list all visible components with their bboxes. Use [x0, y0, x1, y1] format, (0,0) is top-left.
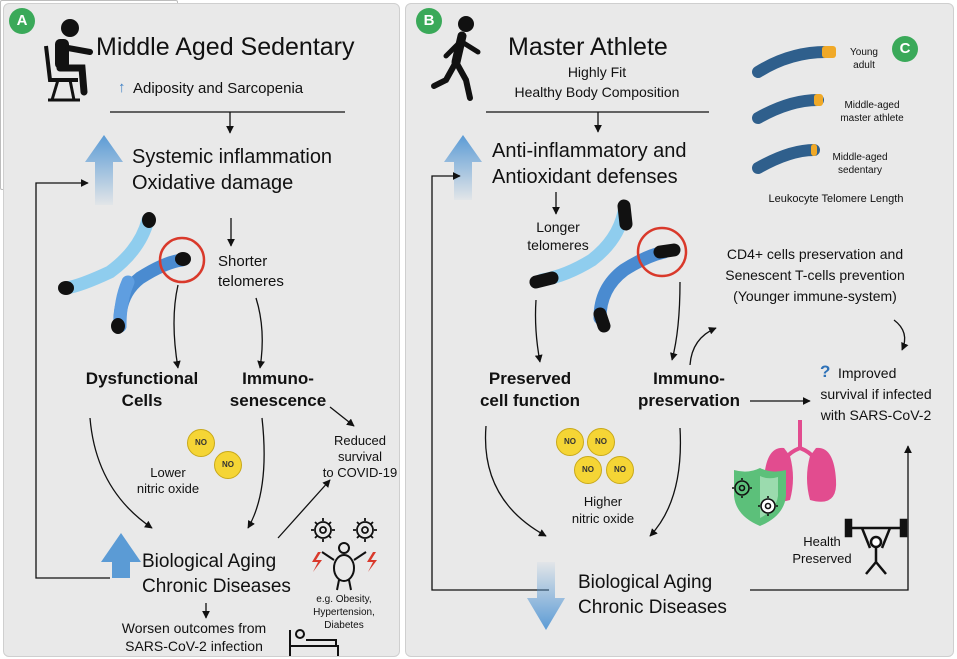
panel-c-badge: C	[892, 36, 918, 62]
comorbidities-line-2: Hypertension,	[313, 607, 375, 618]
short-telomere-chromosome-icon	[58, 212, 206, 334]
immunopreservation-line-2: preservation	[637, 391, 741, 410]
lower-no-line-2: nitric oxide	[136, 481, 200, 496]
panel-c-caption: Leukocyte Telomere Length	[768, 193, 904, 205]
health-preserved-line-2: Preserved	[792, 551, 852, 566]
reduced-survival-line-1: Reduced	[333, 433, 387, 448]
nitric-oxide-molecule: NO	[574, 456, 602, 484]
sedentary-line-2: sedentary	[838, 165, 882, 176]
higher-no-line-2: nitric oxide	[571, 511, 635, 526]
shorter-telomeres-line-1: Shorter	[218, 253, 268, 270]
improved-survival-line-3: with SARS-CoV-2	[820, 407, 932, 423]
up-arrow-icon: ↑	[118, 79, 126, 96]
panel-b-subtitle-2: Healthy Body Composition	[514, 84, 680, 100]
preserved-cell-line-2: cell function	[479, 391, 581, 410]
lightning-right-icon	[367, 552, 377, 572]
lower-no-line-1: Lower	[150, 465, 186, 480]
sedentary-telomere-icon	[752, 144, 820, 174]
immunopreservation-line-1: Immuno-	[653, 369, 725, 388]
virus-icon	[732, 478, 778, 516]
panel-b-badge: B	[416, 8, 442, 34]
aging-b-line-2: Chronic Diseases	[578, 597, 727, 618]
nitric-oxide-molecule: NO	[556, 428, 584, 456]
panel-b-subtitle-1: Highly Fit	[567, 64, 627, 80]
shorter-telomeres-line-2: telomeres	[218, 273, 284, 290]
cd4-line-3: (Younger immune-system)	[733, 288, 897, 304]
defense-line-2: Antioxidant defenses	[492, 166, 678, 188]
aging-line-2: Chronic Diseases	[142, 576, 291, 597]
nitric-oxide-molecule: NO	[587, 428, 615, 456]
longer-telomeres-line-1: Longer	[536, 219, 580, 235]
master-athlete-line-2: master athlete	[840, 113, 904, 124]
panel-a-title: Middle Aged Sedentary	[96, 33, 355, 61]
sedentary-line-1: Middle-aged	[832, 152, 888, 163]
comorbidities-line-3: Diabetes	[324, 620, 364, 631]
young-adult-line-2: adult	[853, 60, 875, 71]
longer-telomeres-line-2: telomeres	[527, 237, 589, 253]
inflammation-line-1: Systemic inflammation	[132, 146, 333, 168]
reduced-survival-line-3: to COVID-19	[322, 465, 398, 480]
virus-icon	[311, 518, 377, 542]
young-adult-line-1: Young	[850, 47, 878, 58]
defense-line-1: Anti-inflammatory and	[492, 140, 687, 162]
improved-survival-line-1: Improved	[838, 365, 897, 381]
young-adult-telomere-icon	[752, 46, 836, 78]
worsen-outcomes-line-2: SARS-CoV-2 infection	[125, 638, 263, 654]
inflammation-line-2: Oxidative damage	[132, 172, 294, 194]
nitric-oxide-molecule: NO	[606, 456, 634, 484]
dysfunctional-cells-line-2: Cells	[121, 391, 163, 410]
weightlifter-icon	[844, 518, 908, 575]
preserved-cell-line-1: Preserved	[488, 369, 572, 388]
worsen-outcomes-line-1: Worsen outcomes from	[121, 620, 267, 636]
dysfunctional-cells-line-1: Dysfunctional	[85, 369, 199, 388]
sedentary-person-icon	[44, 19, 93, 102]
lightning-left-icon	[312, 552, 322, 572]
hospital-bed-icon	[289, 629, 339, 656]
nitric-oxide-molecule: NO	[214, 451, 242, 479]
question-mark-icon: ?	[820, 362, 831, 381]
master-athlete-line-1: Middle-aged	[844, 100, 900, 111]
obese-person-icon	[321, 542, 367, 591]
panel-b-title: Master Athlete	[508, 33, 668, 61]
health-preserved-line-1: Health	[803, 534, 841, 549]
long-telomere-chromosome-icon	[529, 199, 688, 333]
immunosenescence-line-2: senescence	[229, 391, 327, 410]
panel-a-subtitle: Adiposity and Sarcopenia	[133, 80, 304, 97]
immunosenescence-line-1: Immuno-	[242, 369, 314, 388]
reduced-survival-line-2: survival	[337, 449, 383, 464]
higher-no-line-1: Higher	[583, 494, 623, 509]
master-athlete-telomere-icon	[752, 94, 824, 124]
panel-a-badge: A	[9, 8, 35, 34]
aging-b-line-1: Biological Aging	[578, 572, 713, 593]
running-person-icon	[431, 16, 481, 101]
cd4-line-2: Senescent T-cells prevention	[725, 267, 905, 283]
cd4-line-1: CD4+ cells preservation and	[726, 246, 904, 262]
comorbidities-line-1: e.g. Obesity,	[316, 594, 372, 605]
nitric-oxide-molecule: NO	[187, 429, 215, 457]
improved-survival-line-2: survival if infected	[820, 386, 932, 402]
aging-line-1: Biological Aging	[142, 551, 277, 572]
